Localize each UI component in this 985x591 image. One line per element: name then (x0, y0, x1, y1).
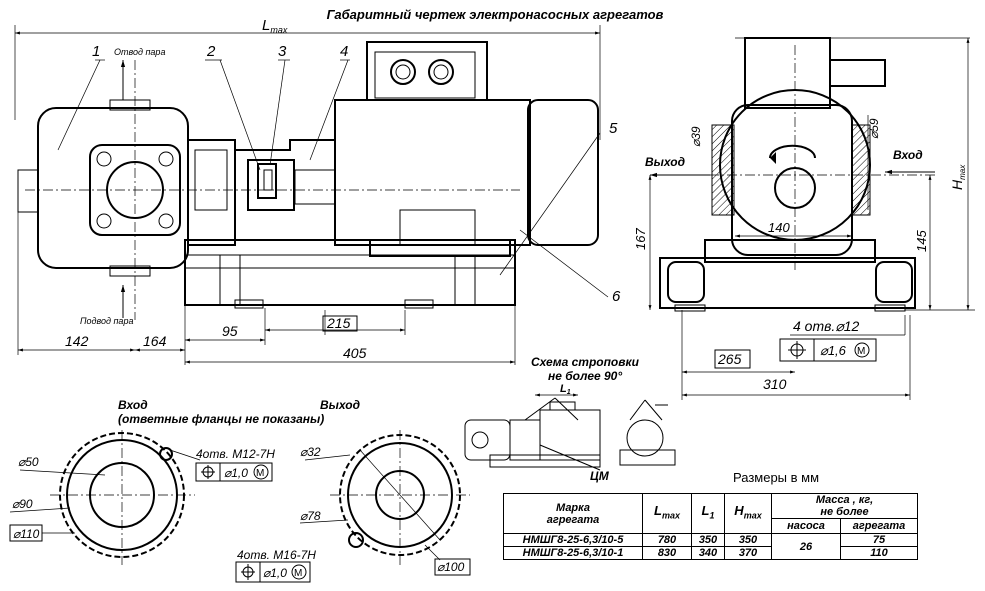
outlet-tol-value: ⌀1,0 (263, 566, 287, 580)
outlet-d100: ⌀100 (437, 560, 465, 574)
outlet-d32: ⌀32 (300, 445, 321, 459)
cell-hmax: 370 (724, 546, 772, 560)
cell-unit-mass: 75 (840, 533, 918, 547)
cell-l1: 340 (691, 546, 725, 560)
dim-95: 95 (222, 323, 238, 339)
dim-d39: ⌀39 (689, 126, 703, 147)
hmax-label: Hmax (949, 164, 967, 190)
inlet-d90: ⌀90 (12, 497, 33, 511)
inlet-holes-note: 4отв. М12-7Н (196, 447, 275, 461)
th-unit-mass: агрегата (840, 518, 918, 534)
inlet-flange: Вход (ответные фланцы не показаны) 4отв.… (9, 398, 324, 565)
main-view: Lmax (14, 17, 621, 365)
dim-164: 164 (143, 333, 167, 349)
side-view: Выход Вход ⌀39 ⌀59 140 167 145 Hmax 4 от… (633, 37, 975, 400)
cell-mark: НМШГ8-25-6,3/10-1 (503, 546, 643, 560)
th-pump-mass: насоса (771, 518, 841, 534)
callout-6: 6 (612, 288, 621, 305)
th-hmax: Hmax (724, 493, 772, 534)
callout-1: 1 (92, 43, 100, 60)
side-tol-value: ⌀1,6 (820, 343, 847, 358)
lmax-label: Lmax (262, 17, 288, 35)
table-row: НМШГ8-25-6,3/10-1 830 340 370 110 (503, 546, 918, 560)
dim-167: 167 (633, 228, 648, 250)
cell-mark: НМШГ8-25-6,3/10-5 (503, 533, 643, 547)
th-l1: L1 (691, 493, 725, 534)
callout-2: 2 (206, 43, 216, 60)
inlet-tol-mod: M (256, 468, 264, 479)
th-lmax: Lmax (642, 493, 692, 534)
inlet-flange-title-1: Вход (118, 398, 148, 412)
outlet-tol-mod: M (294, 568, 302, 579)
inlet-flange-title-2: (ответные фланцы не показаны) (118, 412, 324, 426)
callout-5: 5 (609, 120, 618, 137)
dim-d59: ⌀59 (867, 118, 881, 139)
inlet-tol-value: ⌀1,0 (224, 466, 248, 480)
side-holes-note: 4 отв.⌀12 (793, 318, 860, 334)
outlet-flange: Выход ⌀32 ⌀78 4отв. М16-7Н ⌀1,0 M ⌀100 (235, 398, 471, 583)
sling-cm: ЦМ (590, 469, 610, 483)
inlet-d110: ⌀110 (13, 527, 40, 541)
dim-142: 142 (65, 333, 89, 349)
side-tol-mod: M (857, 346, 865, 357)
dim-310: 310 (763, 376, 787, 392)
outlet-flange-title: Выход (320, 398, 360, 412)
sling-title-1: Схема строповки (531, 355, 640, 369)
cell-lmax: 830 (642, 546, 692, 560)
steam-in-label: Подвод пара (80, 316, 133, 326)
th-mass: Масса , кг,не более (771, 493, 918, 519)
drawing-title: Габаритный чертеж электронасосных агрега… (327, 7, 664, 22)
inlet-d50: ⌀50 (18, 455, 39, 469)
dim-140: 140 (768, 220, 790, 235)
cell-hmax: 350 (724, 533, 772, 547)
units-note: Размеры в мм (733, 470, 820, 485)
cell-unit-mass: 110 (840, 546, 918, 560)
dim-145: 145 (914, 230, 929, 252)
cell-pump-mass: 26 (771, 533, 841, 560)
steam-out-label: Отвод пара (114, 47, 165, 57)
dim-405: 405 (343, 345, 367, 361)
table-row: НМШГ8-25-6,3/10-5 780 350 350 26 75 (503, 533, 918, 560)
sling-l1: L1 (560, 383, 571, 396)
callout-3: 3 (278, 43, 287, 60)
cell-l1: 350 (691, 533, 725, 547)
side-inlet-label: Вход (893, 148, 923, 162)
sling-scheme: Схема строповки не более 90° L1 ЦМ (464, 355, 676, 483)
callout-4: 4 (340, 43, 348, 60)
outlet-holes-note: 4отв. М16-7Н (237, 548, 316, 562)
outlet-d78: ⌀78 (300, 509, 321, 523)
dim-265: 265 (717, 351, 742, 367)
side-outlet-label: Выход (645, 155, 685, 169)
sling-title-2: не более 90° (548, 369, 622, 383)
cell-lmax: 780 (642, 533, 692, 547)
dim-215: 215 (326, 315, 351, 331)
